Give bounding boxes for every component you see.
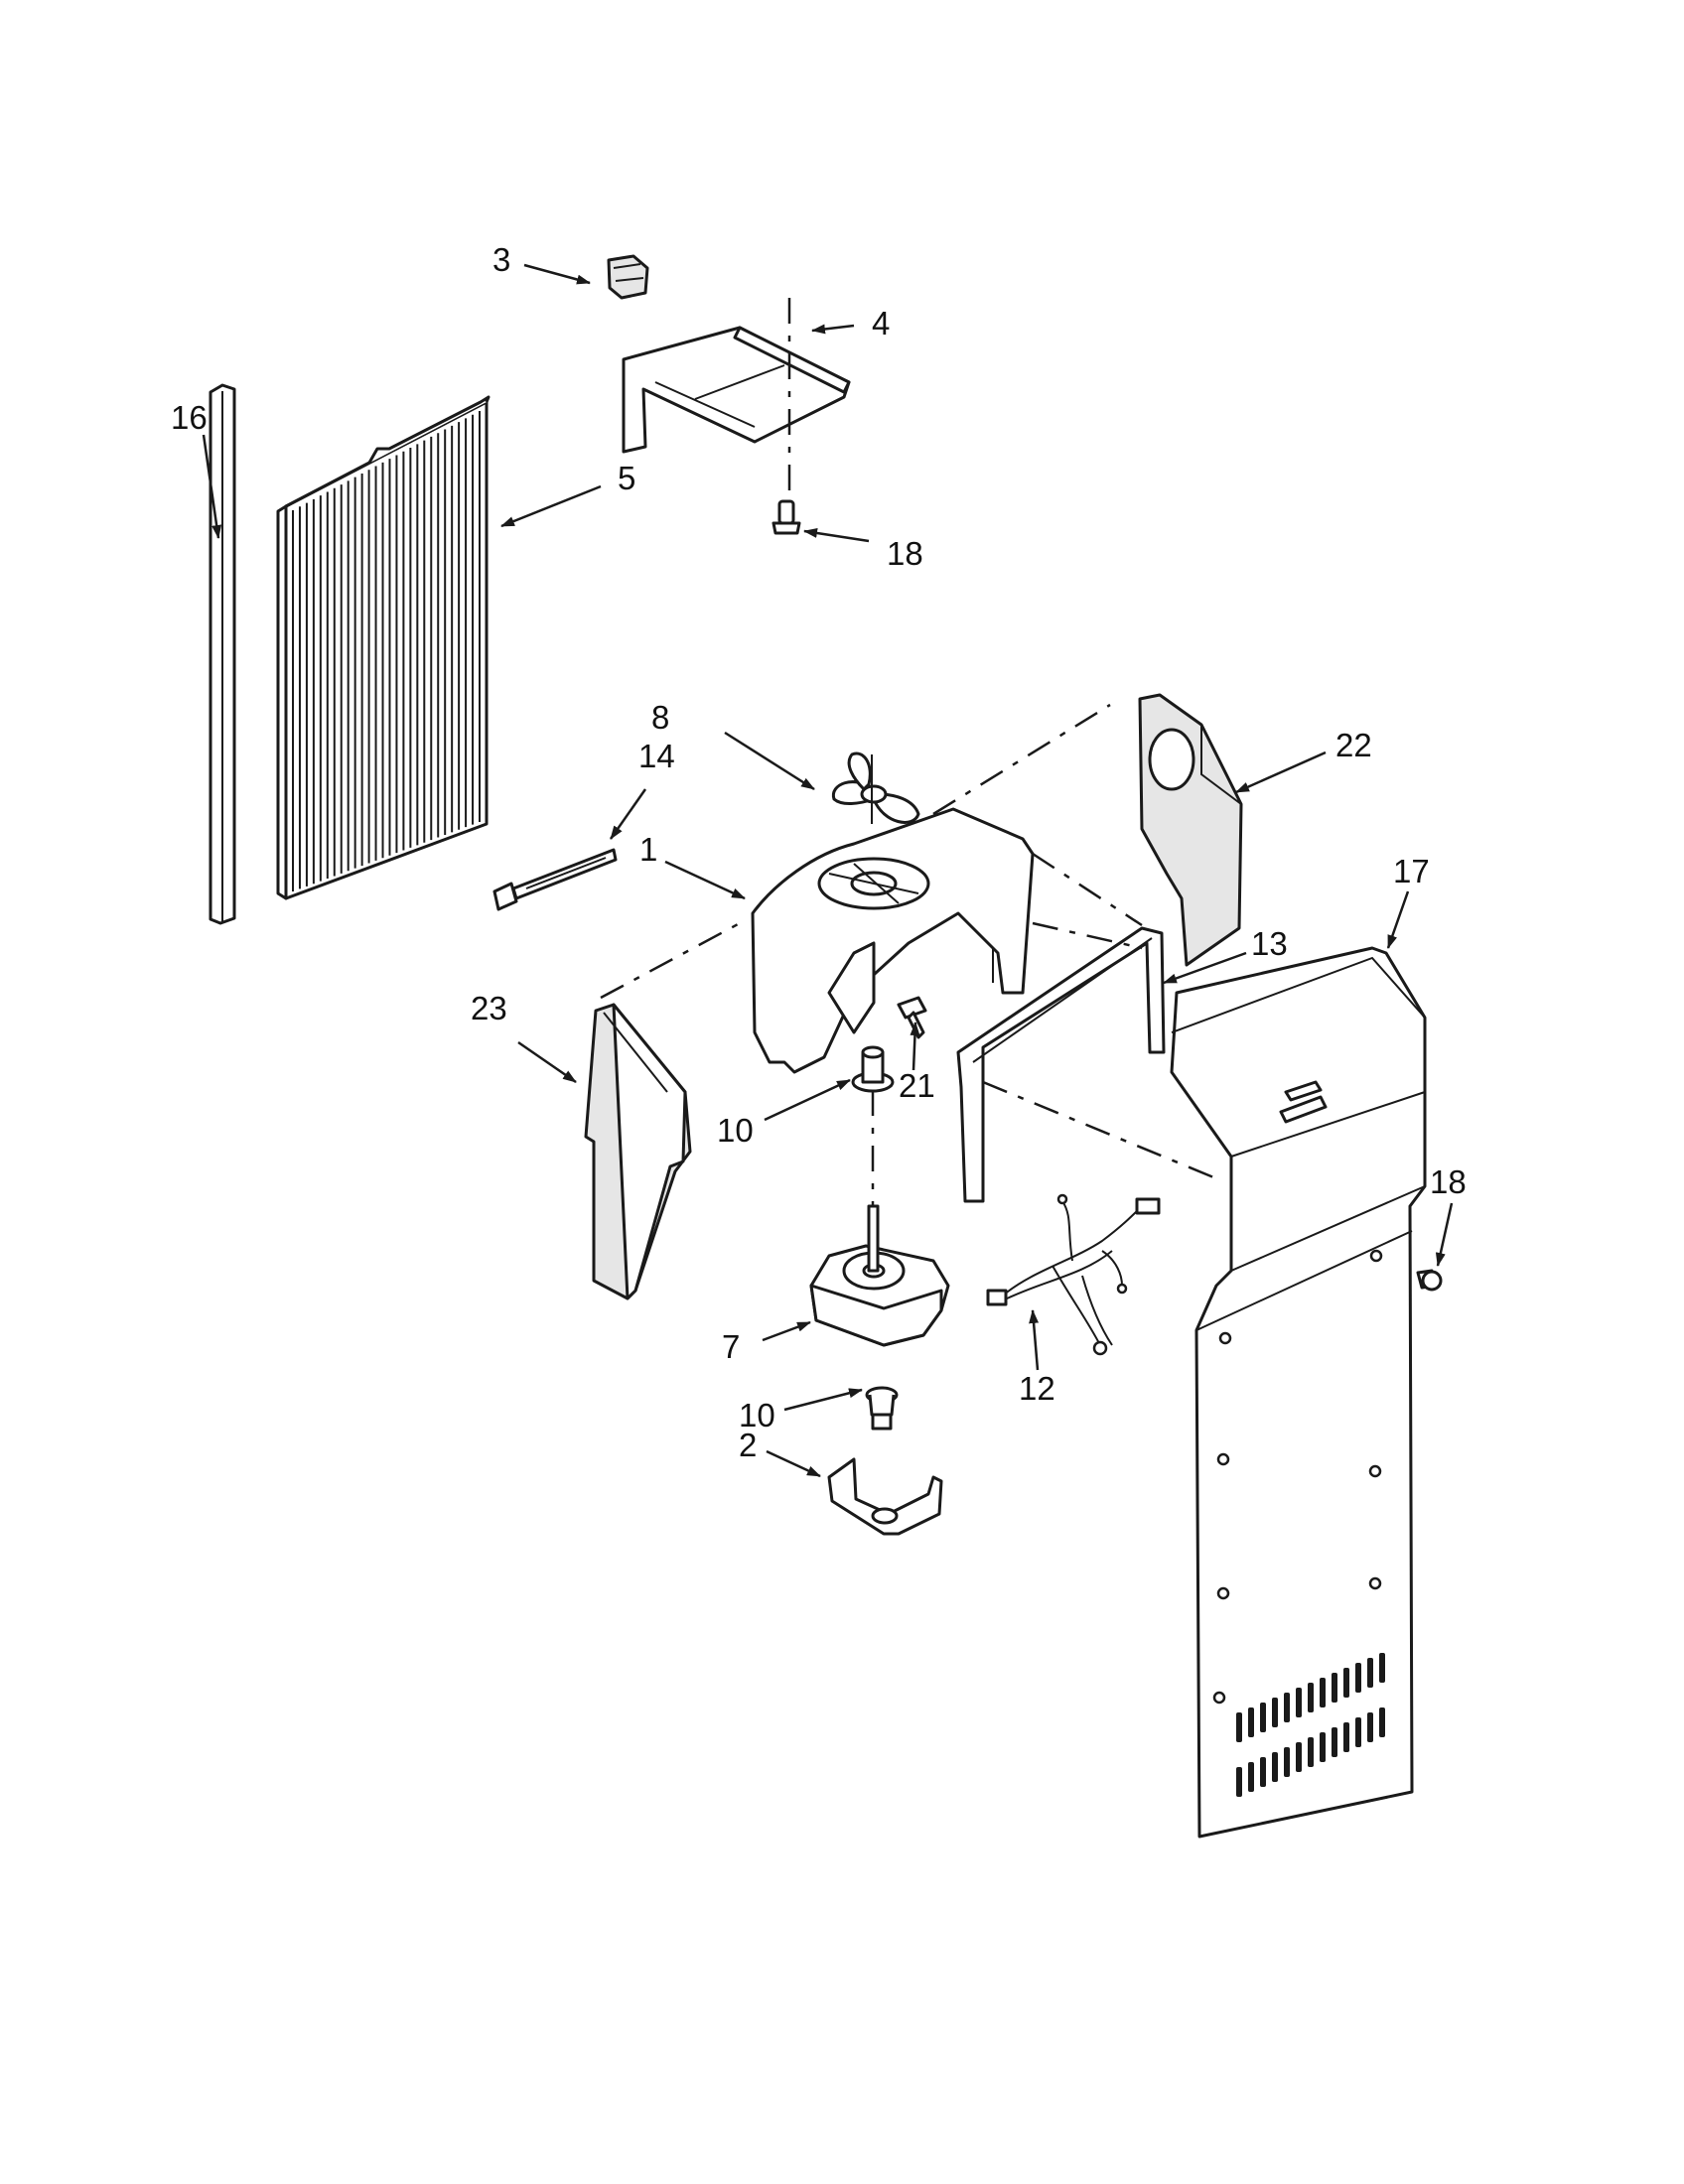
callout-3: 3 [492, 241, 510, 278]
callout-17: 17 [1393, 853, 1430, 889]
callout-10: 10 [739, 1397, 775, 1433]
callout-1: 1 [639, 831, 657, 868]
part-7-fan-motor [809, 1204, 950, 1347]
callout-14: 14 [638, 738, 675, 774]
part-3-clip [607, 254, 649, 300]
part-4-bracket [622, 326, 851, 454]
part-23-left-panel [584, 1003, 692, 1300]
callout-16: 16 [171, 399, 208, 436]
callout-23: 23 [471, 990, 507, 1026]
part-17-rear-cover [1170, 946, 1427, 1839]
callout-10: 10 [717, 1112, 754, 1149]
callout-7: 7 [722, 1328, 740, 1365]
part-14-cable-tie [492, 848, 618, 911]
callout-8: 8 [651, 699, 669, 736]
part-18-screw-right [1416, 1269, 1443, 1292]
callout-22: 22 [1335, 727, 1372, 763]
part-5-filter-panel [276, 395, 491, 900]
callout-21: 21 [899, 1067, 935, 1104]
callout-18: 18 [1430, 1163, 1467, 1200]
part-2-motor-bracket [827, 1457, 943, 1536]
callout-4: 4 [872, 305, 890, 341]
alignment-lines [600, 703, 1224, 1183]
part-1-fan-housing [751, 807, 1035, 1074]
part-12-wire-harness [986, 1193, 1161, 1356]
callout-18: 18 [887, 535, 923, 572]
part-13-gasket [956, 926, 1166, 1203]
part-21-screw [897, 996, 927, 1039]
callout-labels: 3 4 16 5 18 8 22 14 1 17 13 23 21 10 18 … [171, 241, 1467, 1463]
part-10-grommet-lower [865, 1386, 899, 1431]
callout-leaders [202, 263, 1454, 1478]
part-18-screw-top [772, 499, 801, 535]
part-22-right-panel [1138, 693, 1243, 967]
callout-2: 2 [739, 1427, 757, 1463]
part-10-grommet-upper [851, 1045, 895, 1093]
part-8-fan-blade [831, 751, 920, 824]
callout-5: 5 [618, 460, 635, 496]
callout-13: 13 [1251, 925, 1288, 962]
part-16-strip [209, 383, 236, 925]
callout-12: 12 [1019, 1370, 1055, 1407]
